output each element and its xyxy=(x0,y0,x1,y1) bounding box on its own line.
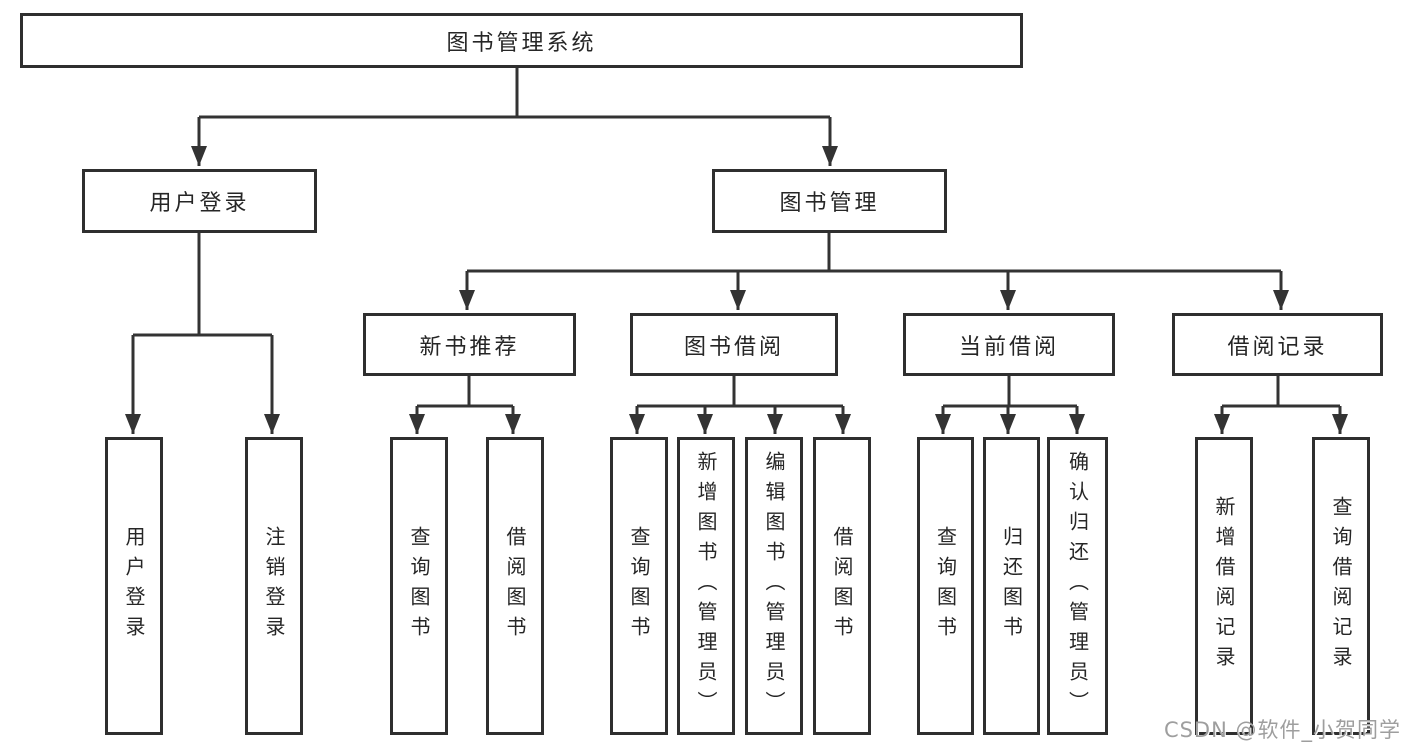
node-book-borrow: 图书借阅 xyxy=(630,313,838,376)
leaf-add-borrow-record-label: 新增借阅记录 xyxy=(1212,496,1236,676)
leaf-add-books-admin-label: 新增图书（管理员） xyxy=(694,451,718,721)
watermark: CSDN @软件_小贺同学 xyxy=(1163,718,1401,742)
node-new-book-recommend-label: 新书推荐 xyxy=(419,334,520,360)
leaf-query-books-2: 查询图书 xyxy=(610,437,668,735)
node-borrow-records-label: 借阅记录 xyxy=(1227,334,1328,360)
leaf-borrow-books-1: 借阅图书 xyxy=(486,437,544,735)
leaf-return-books: 归还图书 xyxy=(983,437,1040,735)
leaf-user-login-label: 用户登录 xyxy=(122,526,146,646)
node-new-book-recommend: 新书推荐 xyxy=(363,313,576,376)
leaf-query-books-3-label: 查询图书 xyxy=(933,526,958,646)
node-root: 图书管理系统 xyxy=(20,13,1023,68)
leaf-logout: 注销登录 xyxy=(245,437,303,735)
leaf-add-books-admin: 新增图书（管理员） xyxy=(677,437,735,735)
node-current-borrow: 当前借阅 xyxy=(903,313,1115,376)
node-current-borrow-label: 当前借阅 xyxy=(958,334,1059,360)
leaf-confirm-return-admin-label: 确认归还（管理员） xyxy=(1065,451,1090,721)
leaf-query-books-1-label: 查询图书 xyxy=(407,526,431,646)
leaf-borrow-books-2-label: 借阅图书 xyxy=(830,526,854,646)
leaf-query-books-1: 查询图书 xyxy=(390,437,448,735)
leaf-borrow-books-2: 借阅图书 xyxy=(813,437,871,735)
node-book-management-label: 图书管理 xyxy=(779,191,880,216)
leaf-user-login: 用户登录 xyxy=(105,437,163,735)
leaf-edit-books-admin-label: 编辑图书（管理员） xyxy=(762,451,786,721)
leaf-return-books-label: 归还图书 xyxy=(999,526,1024,646)
leaf-logout-label: 注销登录 xyxy=(262,526,286,646)
node-book-borrow-label: 图书借阅 xyxy=(683,334,784,360)
node-root-label: 图书管理系统 xyxy=(446,30,597,56)
leaf-borrow-books-1-label: 借阅图书 xyxy=(503,526,527,646)
leaf-query-books-2-label: 查询图书 xyxy=(627,526,651,646)
leaf-query-borrow-record-label: 查询借阅记录 xyxy=(1329,496,1353,676)
node-user-login-label: 用户登录 xyxy=(149,191,250,216)
leaf-edit-books-admin: 编辑图书（管理员） xyxy=(745,437,803,735)
leaf-query-books-3: 查询图书 xyxy=(917,437,974,735)
leaf-query-borrow-record: 查询借阅记录 xyxy=(1312,437,1370,735)
node-user-login: 用户登录 xyxy=(82,169,317,233)
leaf-add-borrow-record: 新增借阅记录 xyxy=(1195,437,1253,735)
node-book-management: 图书管理 xyxy=(712,169,947,233)
node-borrow-records: 借阅记录 xyxy=(1172,313,1383,376)
leaf-confirm-return-admin: 确认归还（管理员） xyxy=(1047,437,1108,735)
